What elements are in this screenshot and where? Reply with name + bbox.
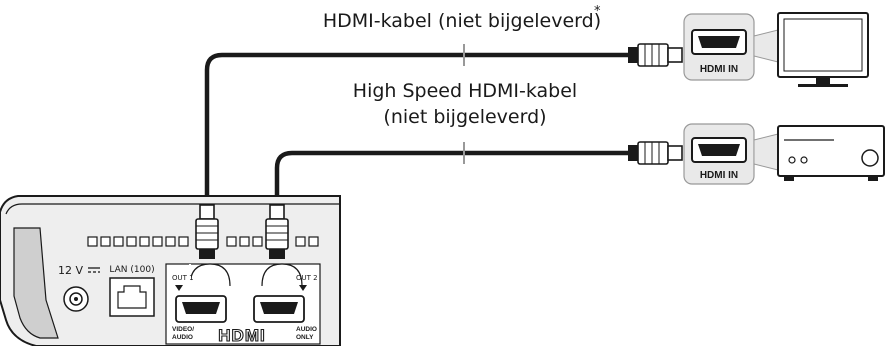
hdmi-logo: HDMI — [218, 326, 265, 345]
power-label: 12 V — [58, 264, 83, 277]
audio-only-label-line1: AUDIO — [296, 326, 317, 333]
video-audio-label-line1: VIDEO/ — [172, 326, 194, 333]
top-hdmi-cable — [204, 44, 631, 208]
power-jack — [63, 286, 89, 312]
out2-label: OUT 2 — [296, 274, 318, 282]
footnote-asterisk: * — [594, 4, 601, 19]
hdmi-plug-to-tv — [628, 43, 683, 67]
receiver-port-label: HDMI IN — [700, 170, 738, 181]
out1-label: OUT 1 — [172, 274, 194, 282]
lan-label: LAN (100) — [109, 265, 154, 275]
out2-arrow-icon — [299, 285, 307, 291]
bottom-cable-label-line1: High Speed HDMI-kabel — [353, 80, 577, 102]
hdmi-plug-out2 — [265, 204, 289, 259]
out1-arrow-icon — [175, 285, 183, 291]
audio-only-label-line2: ONLY — [296, 334, 314, 341]
tv-port-label: HDMI IN — [700, 64, 738, 75]
hdmi-out1-port — [175, 295, 227, 323]
hdmi-plug-out1 — [195, 204, 219, 259]
tv-icon — [753, 12, 869, 87]
player-back-panel: 12 V LAN (100) OUT 1 OUT 2 — [0, 195, 341, 346]
hdmi-out2-port — [253, 295, 305, 323]
lan-port — [109, 277, 155, 317]
receiver-hdmi-in-port: HDMI IN — [683, 123, 755, 185]
bottom-hdmi-cable — [274, 142, 631, 208]
hdmi-plug-to-receiver — [628, 141, 683, 165]
top-cable-label: HDMI-kabel (niet bijgeleverd) — [323, 10, 601, 32]
dc-symbol-icon — [88, 267, 100, 273]
bottom-cable-label-line2: (niet bijgeleverd) — [383, 106, 546, 128]
video-audio-label-line2: AUDIO — [172, 334, 193, 341]
vent-holes — [87, 236, 319, 247]
tv-hdmi-in-port: HDMI IN — [683, 13, 755, 81]
av-receiver-icon — [753, 125, 885, 181]
